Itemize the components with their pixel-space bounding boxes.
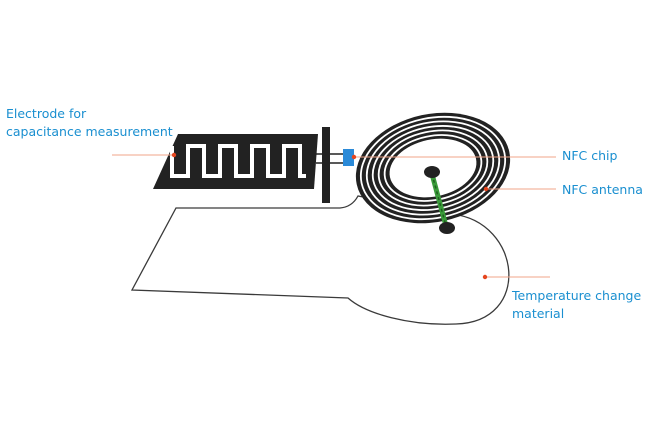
leader-dot-temp — [482, 274, 488, 280]
leader-dot-electrode — [171, 152, 177, 158]
electrode — [153, 127, 343, 203]
leader-dot-chip — [351, 154, 357, 160]
label-electrode-line1: Electrode for — [6, 106, 87, 121]
electrode-bar — [322, 127, 330, 203]
antenna-bridge — [424, 166, 455, 234]
substrate-outline — [130, 195, 510, 325]
leader-dot-antenna — [483, 186, 489, 192]
bridge-pad-bottom — [439, 222, 455, 234]
bridge-pad-top — [424, 166, 440, 178]
label-electrode-line2: capacitance measurement — [6, 124, 173, 139]
nfc-chip — [343, 149, 354, 166]
label-electrode: Electrode for capacitance measurement — [6, 105, 173, 141]
label-temperature-change-material: Temperature change material — [512, 287, 641, 323]
label-temp-line1: Temperature change — [512, 288, 642, 303]
electrode-meander — [170, 144, 306, 178]
label-nfc-chip: NFC chip — [562, 148, 618, 163]
label-temp-line2: material — [512, 306, 565, 321]
label-nfc-antenna: NFC antenna — [562, 182, 643, 197]
